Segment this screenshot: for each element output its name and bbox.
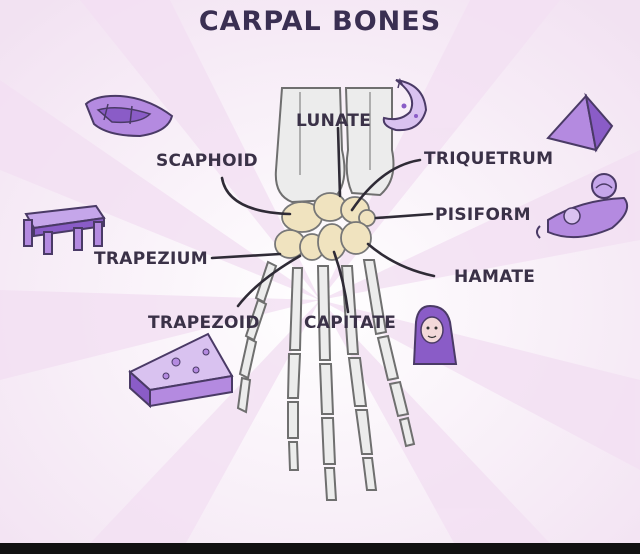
hand-bones <box>236 259 416 501</box>
radius-bone <box>274 87 346 204</box>
label-trapezoid: TRAPEZOID <box>148 313 260 333</box>
page-title: CARPAL BONES <box>199 6 441 37</box>
bottom-bar <box>0 543 640 554</box>
label-hamate: HAMATE <box>454 267 535 287</box>
carpal-bones <box>274 192 376 261</box>
forearm-bones <box>274 87 395 204</box>
label-pisiform: PISIFORM <box>435 205 531 225</box>
labels: LUNATE SCAPHOID TRIQUETRUM PISIFORM TRAP… <box>94 111 553 333</box>
label-capitate: CAPITATE <box>304 313 396 333</box>
table-icon <box>23 204 106 255</box>
moon-icon <box>382 77 428 132</box>
pea-pod-icon <box>536 173 628 239</box>
label-scaphoid: SCAPHOID <box>156 151 258 171</box>
label-triquetrum: TRIQUETRUM <box>424 149 553 169</box>
hamate-bone <box>340 221 372 255</box>
leader-lines <box>210 126 436 314</box>
label-lunate: LUNATE <box>296 111 371 131</box>
pyramid-icon <box>546 92 614 153</box>
cheese-icon <box>128 332 234 409</box>
hooded-figure-icon <box>412 304 458 365</box>
boat-icon <box>84 94 174 138</box>
label-trapezium: TRAPEZIUM <box>94 249 208 269</box>
